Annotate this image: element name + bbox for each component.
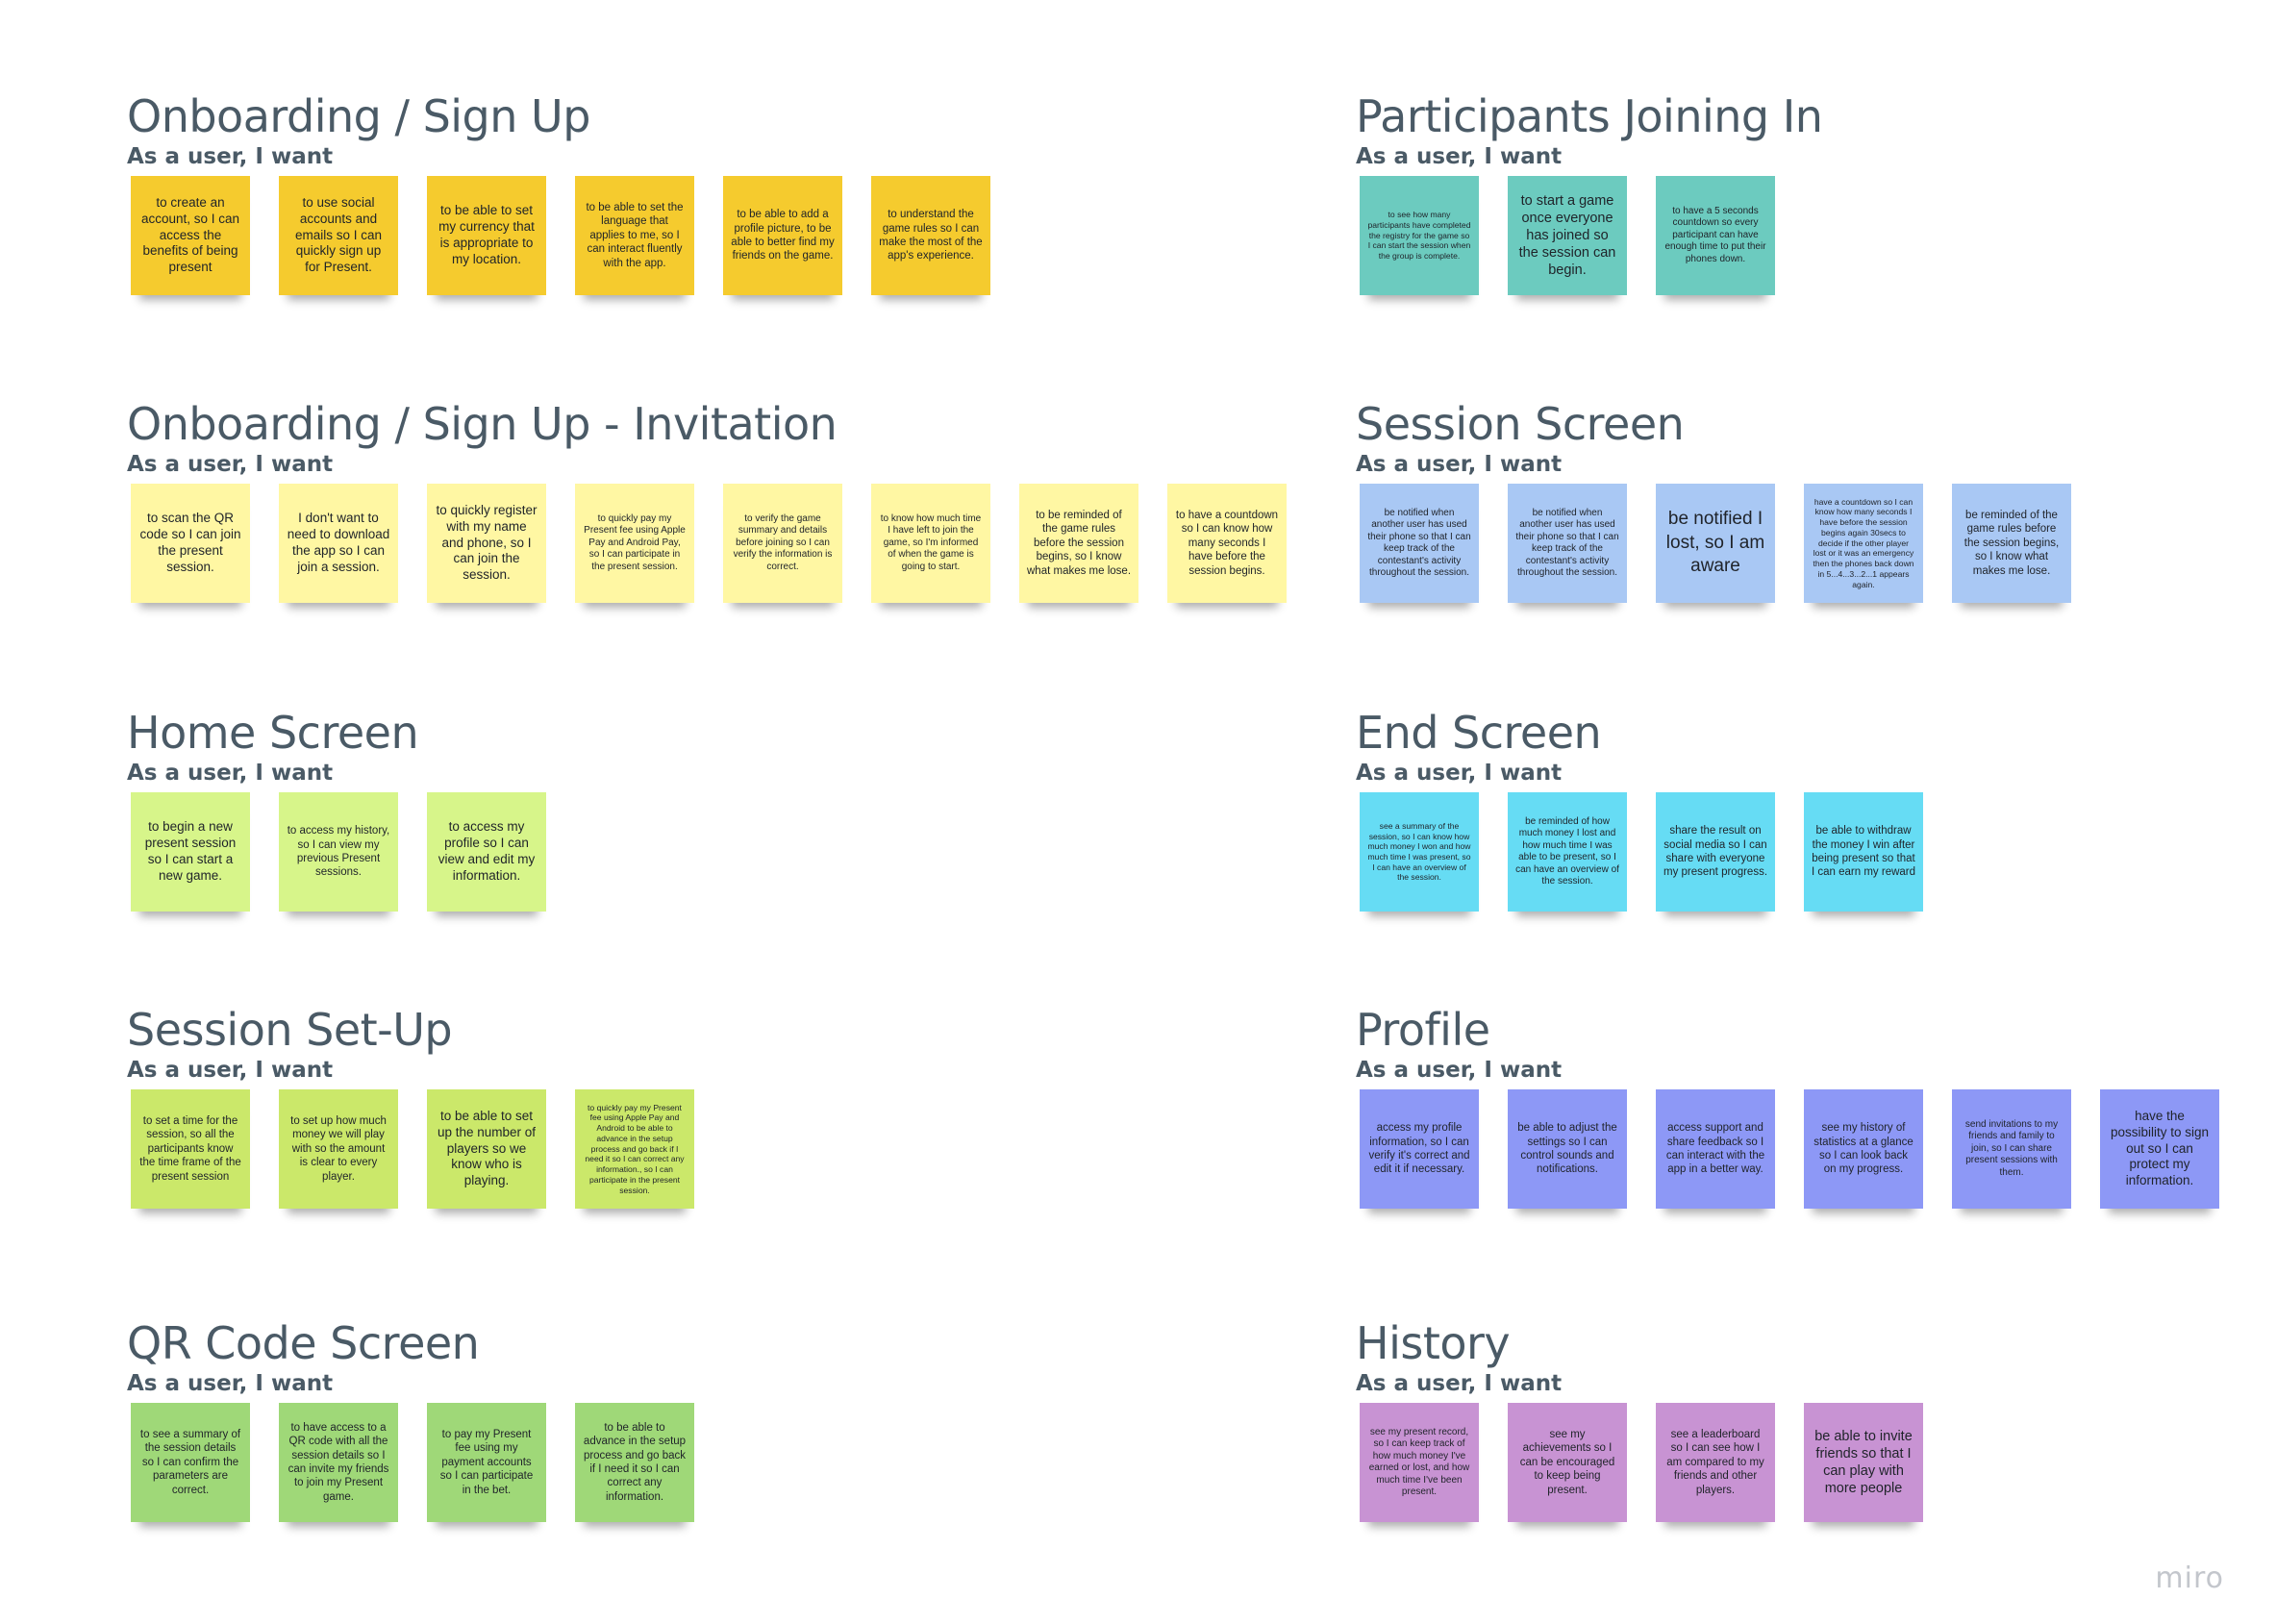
sticky-note[interactable]: send invitations to my friends and famil…	[1952, 1089, 2071, 1209]
sticky-note[interactable]: to start a game once everyone has joined…	[1508, 176, 1627, 295]
section-session-screen: Session Screen As a user, I want be noti…	[1356, 398, 2071, 603]
sticky-note[interactable]: to be reminded of the game rules before …	[1019, 484, 1138, 603]
sticky-note[interactable]: access my profile information, so I can …	[1360, 1089, 1479, 1209]
sticky-note[interactable]: be notified when another user has used t…	[1360, 484, 1479, 603]
sticky-note[interactable]: to quickly pay my Present fee using Appl…	[575, 484, 694, 603]
section-subtitle: As a user, I want	[1356, 144, 1563, 169]
sticky-note[interactable]: to have access to a QR code with all the…	[279, 1403, 398, 1522]
section-profile: Profile As a user, I want access my prof…	[1356, 1004, 2219, 1209]
section-end-screen: End Screen As a user, I want see a summa…	[1356, 707, 1923, 912]
sticky-note[interactable]: to be able to set my currency that is ap…	[427, 176, 546, 295]
section-subtitle: As a user, I want	[127, 1371, 334, 1396]
sticky-note[interactable]: to know how much time I have left to joi…	[871, 484, 990, 603]
section-subtitle: As a user, I want	[1356, 1058, 1563, 1083]
section-subtitle: As a user, I want	[1356, 452, 1563, 477]
sticky-note[interactable]: to access my history, so I can view my p…	[279, 792, 398, 912]
section-session-set-up: Session Set-Up As a user, I want to set …	[127, 1004, 694, 1209]
sticky-note[interactable]: be able to withdraw the money I win afte…	[1804, 792, 1923, 912]
sticky-note[interactable]: see my history of statistics at a glance…	[1804, 1089, 1923, 1209]
miro-logo: miro	[2155, 1562, 2224, 1595]
section-qr-code-screen: QR Code Screen As a user, I want to see …	[127, 1317, 694, 1522]
sticky-note[interactable]: to be able to set up the number of playe…	[427, 1089, 546, 1209]
sticky-note[interactable]: have a countdown so I can know how many …	[1804, 484, 1923, 603]
sticky-note[interactable]: to verify the game summary and details b…	[723, 484, 842, 603]
section-title: History	[1356, 1317, 1511, 1369]
sticky-note[interactable]: to quickly register with my name and pho…	[427, 484, 546, 603]
sticky-note[interactable]: to see a summary of the session details …	[131, 1403, 250, 1522]
section-title: Participants Joining In	[1356, 90, 1823, 142]
section-onboarding-sign-up: Onboarding / Sign Up As a user, I want t…	[127, 90, 990, 295]
section-title: End Screen	[1356, 707, 1602, 759]
section-title: Session Set-Up	[127, 1004, 453, 1056]
sticky-note[interactable]: to see how many participants have comple…	[1360, 176, 1479, 295]
section-subtitle: As a user, I want	[127, 144, 334, 169]
sticky-note[interactable]: be reminded of the game rules before the…	[1952, 484, 2071, 603]
section-title: Home Screen	[127, 707, 419, 759]
sticky-note[interactable]: to use social accounts and emails so I c…	[279, 176, 398, 295]
sticky-note[interactable]: to understand the game rules so I can ma…	[871, 176, 990, 295]
section-subtitle: As a user, I want	[127, 761, 334, 786]
sticky-note[interactable]: be able to invite friends so that I can …	[1804, 1403, 1923, 1522]
sticky-note[interactable]: be notified I lost, so I am aware	[1656, 484, 1775, 603]
sticky-note[interactable]: to be able to add a profile picture, to …	[723, 176, 842, 295]
section-history: History As a user, I want see my present…	[1356, 1317, 1923, 1522]
section-onboarding-invitation: Onboarding / Sign Up - Invitation As a u…	[127, 398, 1287, 603]
sticky-note[interactable]: to quickly pay my Present fee using Appl…	[575, 1089, 694, 1209]
sticky-note[interactable]: to access my profile so I can view and e…	[427, 792, 546, 912]
section-subtitle: As a user, I want	[127, 452, 334, 477]
sticky-note[interactable]: be able to adjust the settings so I can …	[1508, 1089, 1627, 1209]
sticky-note[interactable]: see a summary of the session, so I can k…	[1360, 792, 1479, 912]
section-title: Profile	[1356, 1004, 1490, 1056]
section-subtitle: As a user, I want	[127, 1058, 334, 1083]
section-title: Onboarding / Sign Up - Invitation	[127, 398, 838, 450]
sticky-note[interactable]: share the result on social media so I ca…	[1656, 792, 1775, 912]
sticky-note[interactable]: be reminded of how much money I lost and…	[1508, 792, 1627, 912]
sticky-note[interactable]: to begin a new present session so I can …	[131, 792, 250, 912]
section-title: Onboarding / Sign Up	[127, 90, 590, 142]
section-title: QR Code Screen	[127, 1317, 480, 1369]
sticky-note[interactable]: I don't want to need to download the app…	[279, 484, 398, 603]
sticky-note[interactable]: to be able to set the language that appl…	[575, 176, 694, 295]
sticky-note[interactable]: access support and share feedback so I c…	[1656, 1089, 1775, 1209]
sticky-note[interactable]: have the possibility to sign out so I ca…	[2100, 1089, 2219, 1209]
sticky-note[interactable]: be notified when another user has used t…	[1508, 484, 1627, 603]
sticky-note[interactable]: see my achievements so I can be encourag…	[1508, 1403, 1627, 1522]
section-home-screen: Home Screen As a user, I want to begin a…	[127, 707, 546, 912]
sticky-note[interactable]: to set up how much money we will play wi…	[279, 1089, 398, 1209]
sticky-note[interactable]: to have a 5 seconds countdown so every p…	[1656, 176, 1775, 295]
sticky-note[interactable]: to be able to advance in the setup proce…	[575, 1403, 694, 1522]
sticky-note[interactable]: to pay my Present fee using my payment a…	[427, 1403, 546, 1522]
sticky-note[interactable]: see my present record, so I can keep tra…	[1360, 1403, 1479, 1522]
sticky-note[interactable]: to scan the QR code so I can join the pr…	[131, 484, 250, 603]
sticky-note[interactable]: to set a time for the session, so all th…	[131, 1089, 250, 1209]
sticky-note[interactable]: to create an account, so I can access th…	[131, 176, 250, 295]
section-participants-joining-in: Participants Joining In As a user, I wan…	[1356, 90, 1823, 295]
sticky-note[interactable]: see a leaderboard so I can see how I am …	[1656, 1403, 1775, 1522]
sticky-note[interactable]: to have a countdown so I can know how ma…	[1167, 484, 1287, 603]
section-subtitle: As a user, I want	[1356, 1371, 1563, 1396]
section-title: Session Screen	[1356, 398, 1685, 450]
section-subtitle: As a user, I want	[1356, 761, 1563, 786]
